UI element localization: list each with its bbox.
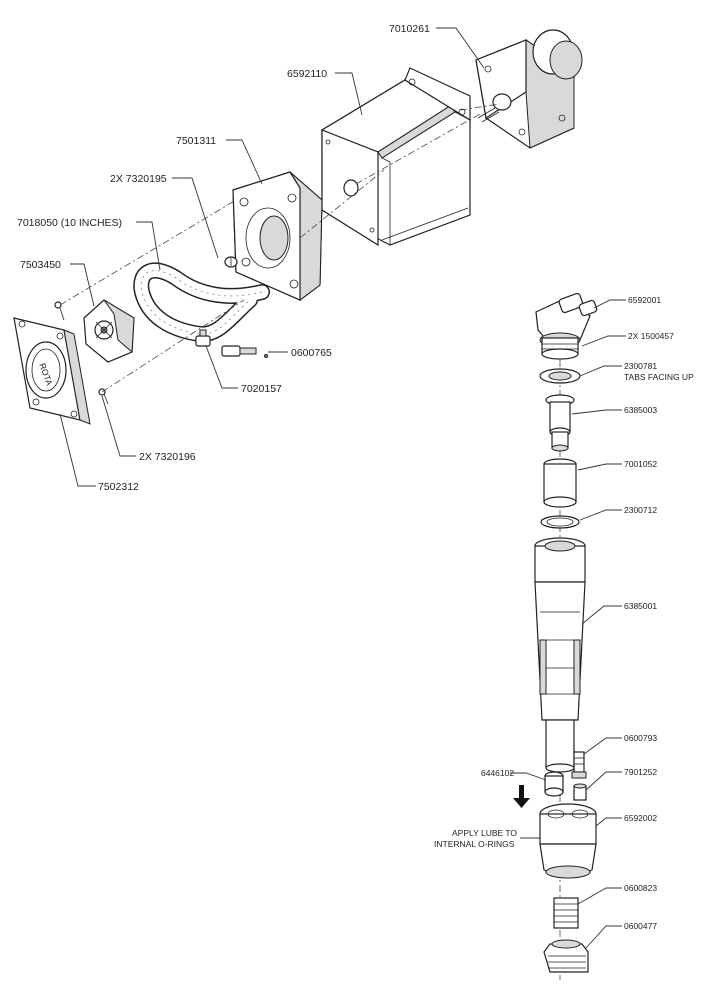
label-7503450: 7503450 <box>20 259 61 271</box>
base-6592002 <box>539 803 597 879</box>
bushing-0600477 <box>543 939 589 973</box>
label-7501311: 7501311 <box>176 135 216 147</box>
label-0600793: 0600793 <box>624 733 657 743</box>
part-labels: 7010261 6592110 7501311 2X 7320195 70180… <box>17 23 694 931</box>
vertical-assembly <box>534 292 598 980</box>
body-6385001 <box>534 537 586 773</box>
fitting-0600765 <box>221 345 268 358</box>
retainer-2300781 <box>539 368 581 384</box>
screw-7320195 <box>224 256 238 268</box>
label-7001052: 7001052 <box>624 459 657 469</box>
label-6592002: 6592002 <box>624 813 657 823</box>
label-6385003: 6385003 <box>624 405 657 415</box>
front-plate-7502312: ROTA <box>13 317 91 425</box>
label-0600477: 0600477 <box>624 921 657 931</box>
leader-lines <box>59 27 626 949</box>
label-0600823: 0600823 <box>624 883 657 893</box>
part-7901252 <box>573 783 587 801</box>
label-7502312: 7502312 <box>98 481 139 493</box>
label-7010261: 7010261 <box>389 23 430 35</box>
label-7018050: 7018050 (10 INCHES) <box>17 217 122 229</box>
fitting-0600793 <box>571 751 587 779</box>
tube-7018050 <box>133 262 270 343</box>
label-lube-line2: INTERNAL O-RINGS <box>434 839 515 849</box>
label-2300712: 2300712 <box>624 505 657 515</box>
pump-housing-7501311 <box>232 171 323 301</box>
label-6446102: 6446102 <box>481 768 514 778</box>
label-6385001: 6385001 <box>624 601 657 611</box>
label-7320196: 2X 7320196 <box>139 451 196 463</box>
sleeve-7001052 <box>543 458 577 508</box>
label-6592110: 6592110 <box>287 68 327 80</box>
rotor-7503450 <box>83 299 135 363</box>
valve-6385003 <box>545 394 575 452</box>
label-7020157: 7020157 <box>241 383 282 395</box>
nipple-0600823 <box>553 897 579 929</box>
label-lube-line1: APPLY LUBE TO <box>452 828 517 838</box>
label-1500457: 2X 1500457 <box>628 331 674 341</box>
label-7320195: 2X 7320195 <box>110 173 167 185</box>
oring-2300712 <box>540 515 580 529</box>
motor-7010261 <box>475 29 583 149</box>
label-6592001: 6592001 <box>628 295 661 305</box>
label-2300781-note: TABS FACING UP <box>624 372 694 382</box>
down-arrow-icon <box>513 785 530 808</box>
bushing-6446102 <box>544 771 564 797</box>
label-0600765: 0600765 <box>291 347 332 359</box>
label-7901252: 7901252 <box>624 767 657 777</box>
label-2300781: 2300781 <box>624 361 657 371</box>
bracket-6592110 <box>320 67 471 247</box>
elbow-6592001 <box>535 292 598 360</box>
fitting-7020157 <box>195 329 211 347</box>
